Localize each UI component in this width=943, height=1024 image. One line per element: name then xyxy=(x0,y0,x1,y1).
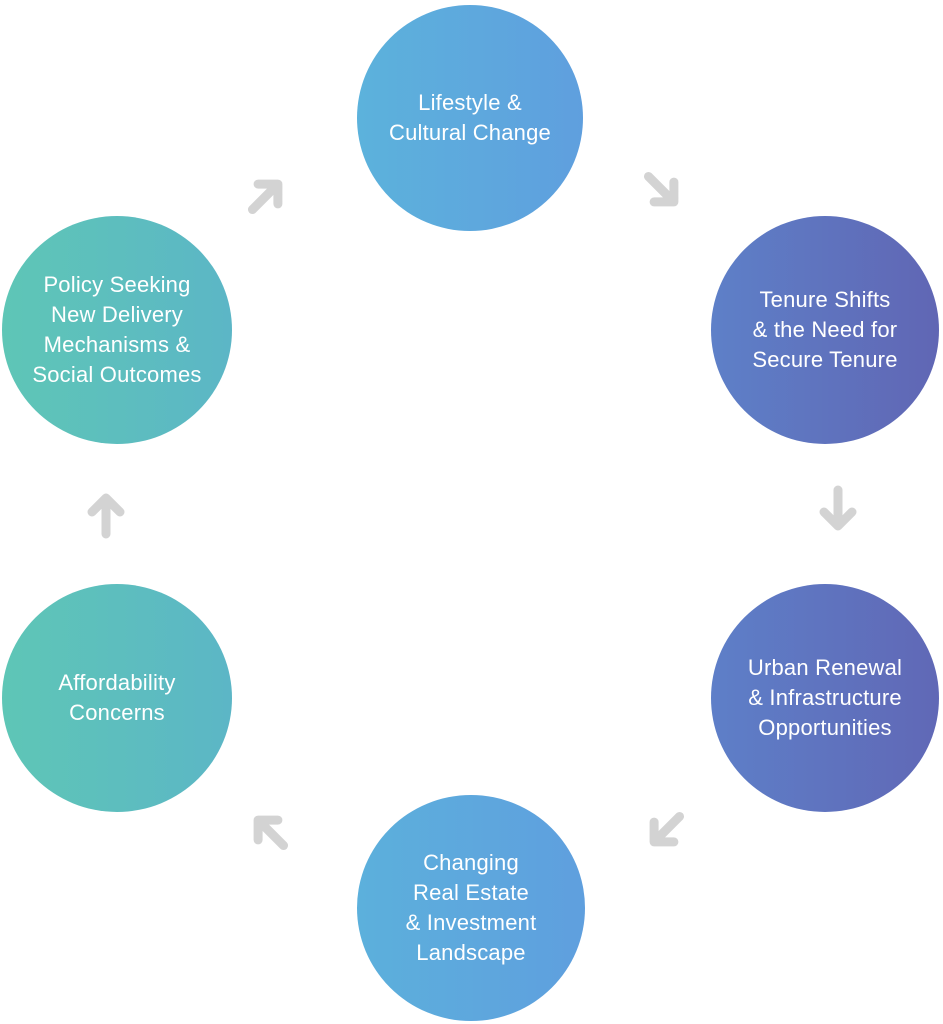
node-label: Tenure Shifts & the Need for Secure Tenu… xyxy=(752,287,898,372)
arrow-down-right-icon xyxy=(634,162,694,222)
node-changing-real-estate: Changing Real Estate & Investment Landsc… xyxy=(357,795,585,1021)
node-affordability-concerns: Affordability Concerns xyxy=(2,584,232,812)
arrow-down-icon xyxy=(808,482,868,542)
node-tenure-shifts: Tenure Shifts & the Need for Secure Tenu… xyxy=(711,216,939,444)
node-label: Policy Seeking New Delivery Mechanisms &… xyxy=(32,272,202,387)
node-label: Lifestyle & Cultural Change xyxy=(389,90,551,145)
arrow-down-left-icon xyxy=(634,802,694,862)
arrow-up-left-icon xyxy=(238,800,298,860)
arrow-up-right-icon xyxy=(238,164,298,224)
node-urban-renewal: Urban Renewal & Infrastructure Opportuni… xyxy=(711,584,939,812)
node-label: Affordability Concerns xyxy=(58,670,176,725)
node-lifestyle-cultural-change: Lifestyle & Cultural Change xyxy=(357,5,583,231)
arrow-up-icon xyxy=(76,482,136,542)
node-label: Changing Real Estate & Investment Landsc… xyxy=(405,850,537,965)
node-label: Urban Renewal & Infrastructure Opportuni… xyxy=(747,655,903,740)
node-policy-seeking: Policy Seeking New Delivery Mechanisms &… xyxy=(2,216,232,444)
